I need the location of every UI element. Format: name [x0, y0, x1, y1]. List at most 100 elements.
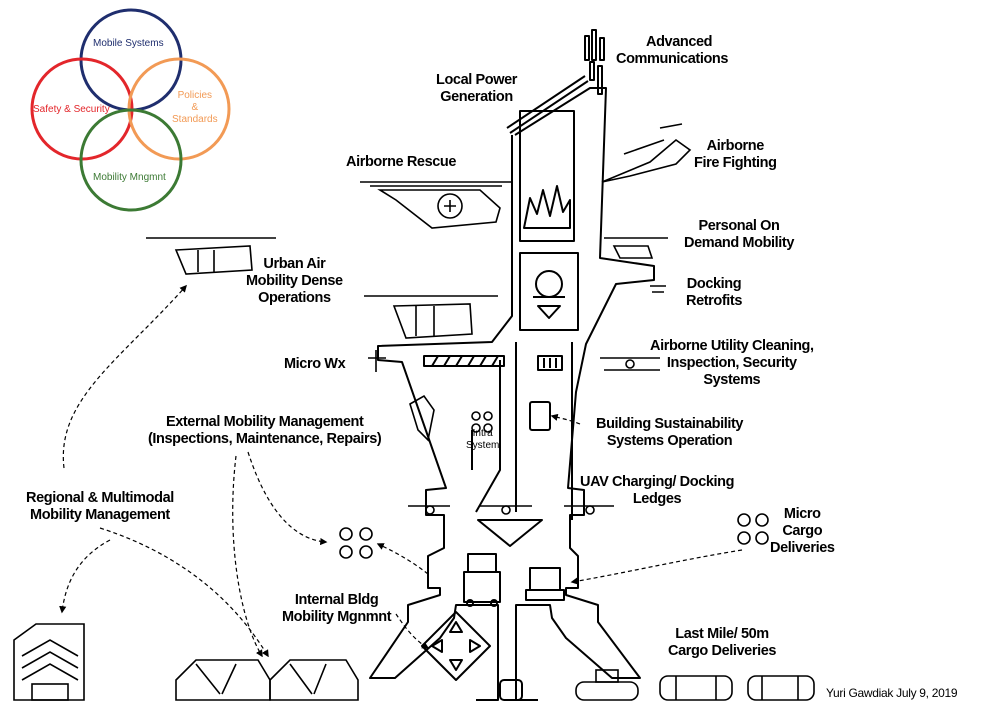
label-line: Inspection, Security	[666, 355, 797, 371]
label-line: Building Sustainability	[596, 416, 744, 432]
shaft-down-arrow	[477, 519, 543, 547]
uam-aircraft-upper-icon	[146, 237, 276, 275]
micro-cargo-drone-icon	[737, 513, 769, 545]
label-line: Mobility Mgnmnt	[282, 609, 392, 625]
micro-wx-icon	[368, 350, 386, 372]
venn-policies-line1: Policies	[177, 90, 213, 101]
arrow-external-to-quad	[247, 451, 328, 546]
arrow-tower-to-quad	[376, 543, 429, 575]
label-personal-on-demand: Personal On Demand Mobility	[684, 218, 794, 252]
shuttle-left-icon	[175, 659, 271, 701]
utility-drone-icon	[600, 357, 660, 371]
tower-shaft	[515, 342, 573, 520]
label-line: Regional & Multimodal	[26, 490, 174, 506]
uam-aircraft-dense-icon	[364, 295, 498, 339]
label-line: Last Mile/ 50m	[675, 626, 769, 642]
service-robot-icon	[463, 553, 501, 607]
tower-window-upper	[519, 110, 575, 242]
label-urban-air: Urban Air Mobility Dense Operations	[246, 256, 343, 307]
label-line: Mobility Dense	[246, 273, 343, 289]
label-advanced-communications: Advanced Communications	[616, 34, 728, 68]
label-intra-system: Intra System	[466, 428, 499, 452]
label-line: Communications	[616, 51, 729, 67]
fire-aircraft-icon	[601, 123, 692, 183]
arrow-internal-to-diamond	[395, 613, 430, 649]
tower-outline-left	[369, 135, 513, 701]
compact-car-icon	[499, 679, 523, 701]
label-micro-cargo: Micro Cargo Deliveries	[770, 506, 835, 557]
label-line: External Mobility Management	[165, 414, 364, 430]
antenna-icon	[584, 29, 605, 95]
arrow-regional-to-uam	[62, 284, 187, 469]
venn-label-policies: Policies & Standards	[172, 90, 218, 126]
arrow-regional-to-shuttle	[99, 527, 269, 658]
quadcopter-left-icon	[339, 527, 373, 559]
rescue-aircraft-icon	[360, 181, 512, 229]
delivery-pod-3-icon	[747, 675, 815, 701]
tower	[369, 29, 655, 701]
tower-outline-right	[514, 87, 655, 701]
label-line: Local Power	[436, 72, 518, 88]
robot-head-icon	[533, 270, 565, 319]
hatched-platform	[423, 355, 563, 371]
direction-diamond-icon	[421, 611, 491, 681]
label-line: Advanced	[646, 34, 713, 50]
label-line: Ledges	[632, 491, 682, 507]
label-line: Micro	[783, 506, 821, 522]
docking-drone-icon	[650, 285, 666, 293]
label-building-sustainability: Building Sustainability Systems Operatio…	[596, 416, 743, 450]
label-airborne-rescue: Airborne Rescue	[346, 154, 457, 170]
label-line: Demand Mobility	[684, 235, 795, 251]
label-line: Generation	[440, 89, 513, 105]
label-line: Mobility Management	[30, 507, 170, 523]
tablet-icon	[529, 401, 551, 431]
inspection-drone-icon	[409, 394, 435, 442]
label-line: Intra	[472, 428, 493, 439]
arrow-external-to-shuttle	[232, 455, 263, 658]
venn-label-safety-security: Safety & Security	[33, 104, 110, 115]
label-line: Systems	[703, 372, 761, 388]
label-line: System	[466, 440, 500, 451]
label-last-mile: Last Mile/ 50m Cargo Deliveries	[668, 626, 776, 660]
personal-drone-icon	[604, 237, 668, 259]
label-line: Docking	[686, 276, 742, 292]
cargo-robot-icon	[525, 567, 565, 601]
label-local-power: Local Power Generation	[436, 72, 517, 106]
venn-policies-line3: Standards	[172, 114, 218, 125]
shuttle-right-icon	[269, 659, 359, 701]
arrow-regional-to-train	[59, 539, 111, 614]
label-line: Systems Operation	[606, 433, 733, 449]
label-line: Airborne Utility Cleaning,	[650, 338, 814, 354]
arrow-sustain-to-tablet	[550, 413, 581, 425]
label-line: Internal Bldg	[294, 592, 379, 608]
venn-label-mobility-mgmt: Mobility Mngmnt	[93, 172, 166, 183]
label-internal-bldg: Internal Bldg Mobility Mgnmnt	[282, 592, 392, 626]
label-line: UAV Charging/ Docking	[580, 474, 735, 490]
tower-window-middle	[519, 252, 579, 331]
label-line: Retrofits	[686, 293, 743, 309]
flow-arrows	[59, 284, 743, 658]
venn-circle-mobility-mgmt	[79, 108, 183, 212]
inner-shaft-left	[471, 360, 501, 513]
label-docking-retrofits: Docking Retrofits	[686, 276, 742, 310]
ground-vehicles	[13, 623, 815, 701]
venn-label-mobile-systems: Mobile Systems	[93, 38, 164, 49]
label-line: Fire Fighting	[694, 155, 777, 171]
label-airborne-fire: Airborne Fire Fighting	[694, 138, 777, 172]
label-line: Cargo Deliveries	[668, 643, 777, 659]
arrow-cargo-drone-to-tower	[570, 549, 743, 585]
label-regional-multimodal: Regional & Multimodal Mobility Managemen…	[26, 490, 174, 524]
author-credit: Yuri Gawdiak July 9, 2019	[826, 686, 958, 700]
label-line: Airborne	[706, 138, 765, 154]
label-uav-charging: UAV Charging/ Docking Ledges	[580, 474, 734, 508]
venn-policies-line2: &	[191, 102, 199, 113]
train-icon	[13, 623, 85, 701]
label-micro-wx: Micro Wx	[284, 356, 346, 372]
label-line: Personal On	[698, 218, 780, 234]
delivery-pod-2-icon	[659, 675, 733, 701]
label-external-mobility: External Mobility Management (Inspection…	[148, 414, 382, 448]
aircraft	[146, 123, 769, 559]
intra-system-drone-icon	[471, 411, 493, 433]
flame-icon	[523, 185, 571, 229]
